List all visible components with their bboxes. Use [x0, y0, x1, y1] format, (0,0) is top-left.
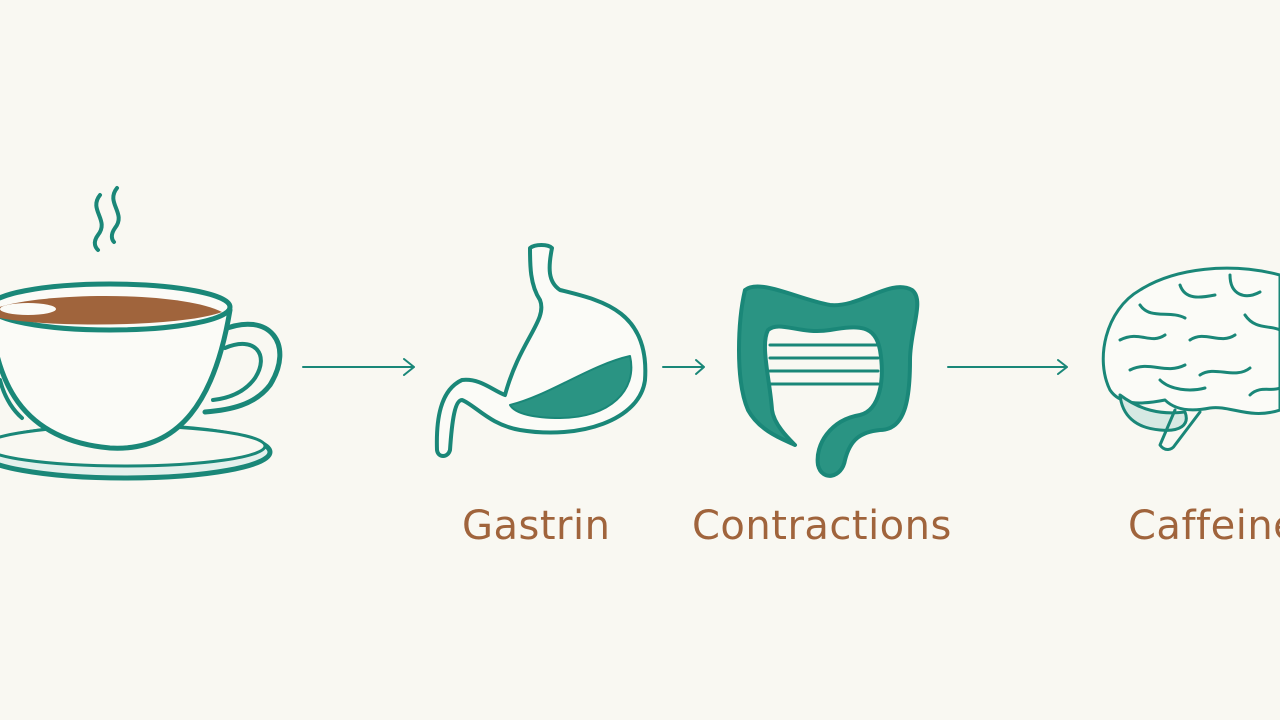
arrow-icon	[302, 358, 415, 376]
coffee	[0, 296, 222, 325]
coffee-cup-icon	[0, 186, 283, 481]
stomach-icon	[434, 243, 648, 458]
label-contractions: Contractions	[692, 503, 952, 549]
label-caffeine: Caffeine	[1128, 503, 1280, 549]
steam	[92, 193, 104, 252]
small-intestine	[768, 343, 880, 386]
brain-icon	[1101, 266, 1280, 451]
colon-icon	[737, 284, 920, 478]
cup-body	[0, 307, 233, 451]
cup-handle	[202, 321, 283, 415]
label-gastrin: Gastrin	[462, 503, 611, 549]
arrow-icon	[662, 359, 705, 375]
stomach-fluid	[509, 355, 633, 419]
steam	[109, 186, 121, 244]
brain-stem	[1158, 408, 1202, 451]
arrow-icon	[947, 359, 1068, 375]
